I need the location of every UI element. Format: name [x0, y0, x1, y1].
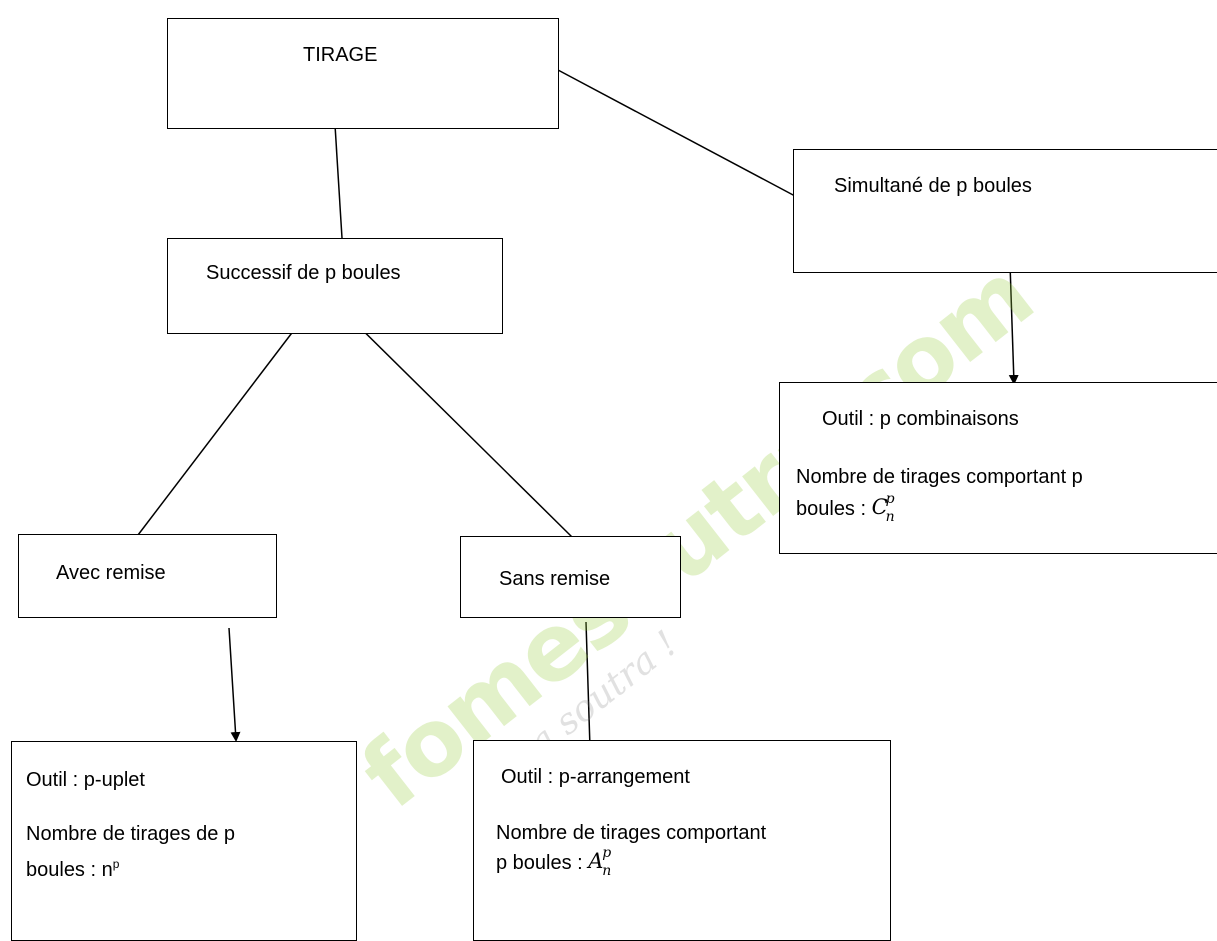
- node-tirage: TIRAGE: [167, 18, 559, 129]
- combination-count-prefix: boules :: [796, 498, 872, 520]
- arrangement-tool-label: Outil : p-arrangement: [501, 766, 690, 788]
- node-avec-remise: Avec remise: [18, 534, 277, 618]
- combination-symbol-sub: n: [885, 509, 895, 525]
- arrangement-symbol-sub: n: [602, 863, 612, 879]
- arrow-sans-arrangement: [584, 621, 595, 750]
- node-arrangement: Outil : p-arrangement Nombre de tirages …: [473, 740, 891, 941]
- arrangement-count-line1: Nombre de tirages comportant: [496, 822, 767, 844]
- arrangement-symbol-base: A: [588, 849, 604, 873]
- uplet-count-line1: Nombre de tirages de p: [26, 823, 236, 845]
- node-simultaneous-label: Simultané de p boules: [834, 175, 1032, 197]
- node-sans-remise-label: Sans remise: [499, 568, 611, 590]
- combination-tool-label: Outil : p combinaisons: [822, 408, 1019, 430]
- arrangement-count-prefix: p boules :: [496, 852, 589, 874]
- node-successive-label: Successif de p boules: [206, 262, 401, 284]
- combination-symbol-base: C: [871, 495, 888, 519]
- arrow-avec-uplet: [228, 627, 241, 742]
- uplet-count-line2: boules : np: [26, 852, 119, 882]
- node-uplet: Outil : p-uplet Nombre de tirages de p b…: [11, 741, 357, 941]
- node-simultaneous: Simultané de p boules: [793, 149, 1217, 273]
- node-sans-remise: Sans remise: [460, 536, 681, 618]
- node-avec-remise-label: Avec remise: [56, 562, 166, 584]
- edge-root-successive: [334, 124, 343, 239]
- combination-count-line1: Nombre de tirages comportant p: [796, 466, 1083, 488]
- uplet-count-prefix: boules : n: [26, 859, 113, 881]
- edge-root-simultaneous: [557, 69, 796, 197]
- node-combination: Outil : p combinaisons Nombre de tirages…: [779, 382, 1217, 554]
- uplet-tool-label: Outil : p-uplet: [26, 769, 145, 791]
- combination-symbol-sup: p: [885, 491, 895, 507]
- arrangement-symbol-sup: p: [602, 845, 612, 861]
- edge-successive-avec: [137, 295, 321, 536]
- node-successive: Successif de p boules: [167, 238, 503, 334]
- uplet-exponent: p: [112, 857, 120, 871]
- node-tirage-label: TIRAGE: [303, 44, 378, 66]
